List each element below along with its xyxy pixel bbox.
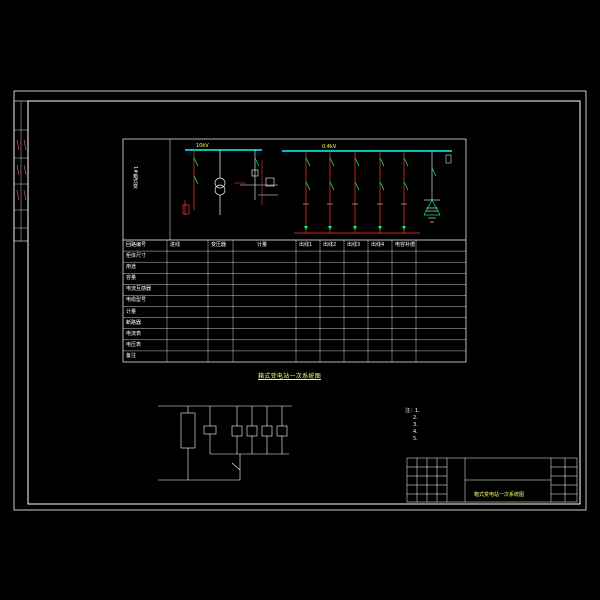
binding-strip-marks xyxy=(16,139,27,201)
note-line: 5. xyxy=(413,436,418,442)
feeder-circuit xyxy=(352,151,360,233)
feeder-circuit xyxy=(303,151,311,233)
table-row-label: 柜体尺寸 xyxy=(126,253,147,260)
side-label: 1#箱式变 xyxy=(132,166,138,189)
feeder-circuit xyxy=(327,151,335,233)
inner-frame xyxy=(27,100,581,505)
table-row-label: 电流表 xyxy=(126,330,142,337)
contactor-coil xyxy=(261,425,273,437)
table-row-label: 断路器 xyxy=(126,319,142,326)
table-row-label: 回路编号 xyxy=(126,242,147,248)
table-col-label: 进线 xyxy=(170,242,181,248)
feeder-circuit xyxy=(377,151,385,233)
lv-outgoing-feeders xyxy=(303,151,409,233)
title-block xyxy=(406,457,578,503)
note-line: 4. xyxy=(413,429,418,435)
hv-bus-label: 10kV xyxy=(196,143,209,149)
contactor-coil xyxy=(276,425,288,437)
table-row-label: 用途 xyxy=(126,264,137,271)
note-line: 3. xyxy=(413,422,418,428)
table-row-label: 电压表 xyxy=(126,341,142,348)
contactor-group xyxy=(231,406,288,454)
parameter-table xyxy=(123,240,466,362)
table-col-label: 出线2 xyxy=(323,242,337,248)
contactor-coil xyxy=(246,425,258,437)
table-row-label: 电流互感器 xyxy=(126,286,152,293)
hv-incoming-feeder xyxy=(182,150,195,215)
table-row-label: 计量 xyxy=(126,308,137,315)
contactor-coil xyxy=(231,425,243,437)
metering-branch xyxy=(240,150,278,200)
hv-switches xyxy=(193,157,199,185)
system-diagram-box xyxy=(122,138,467,363)
lv-bus-label: 0.4kV xyxy=(322,144,337,150)
table-col-label: 电容补偿 xyxy=(395,242,416,248)
table-col-label: 变压器 xyxy=(211,242,227,248)
table-row-label: 电缆型号 xyxy=(126,297,147,304)
table-col-label: 出线3 xyxy=(347,242,361,248)
capacitor-branch xyxy=(424,151,440,223)
diagram-title: 箱式变电站一次系统图 xyxy=(258,373,322,380)
feeder-circuit xyxy=(401,151,409,233)
table-row-label: 备注 xyxy=(126,352,137,359)
capacitor-symbol xyxy=(423,167,441,216)
table-col-label: 计量 xyxy=(257,242,268,248)
note-line: 注：1. xyxy=(405,408,420,414)
transformer xyxy=(214,150,226,215)
control-schematic xyxy=(158,405,292,481)
titleblock-name: 箱式变电站一次系统图 xyxy=(474,492,525,498)
table-row-label: 容量 xyxy=(126,275,137,282)
table-col-label: 出线4 xyxy=(371,242,385,248)
outer-frame xyxy=(13,90,587,511)
table-col-label: 出线1 xyxy=(299,242,313,248)
note-line: 2. xyxy=(413,415,418,421)
